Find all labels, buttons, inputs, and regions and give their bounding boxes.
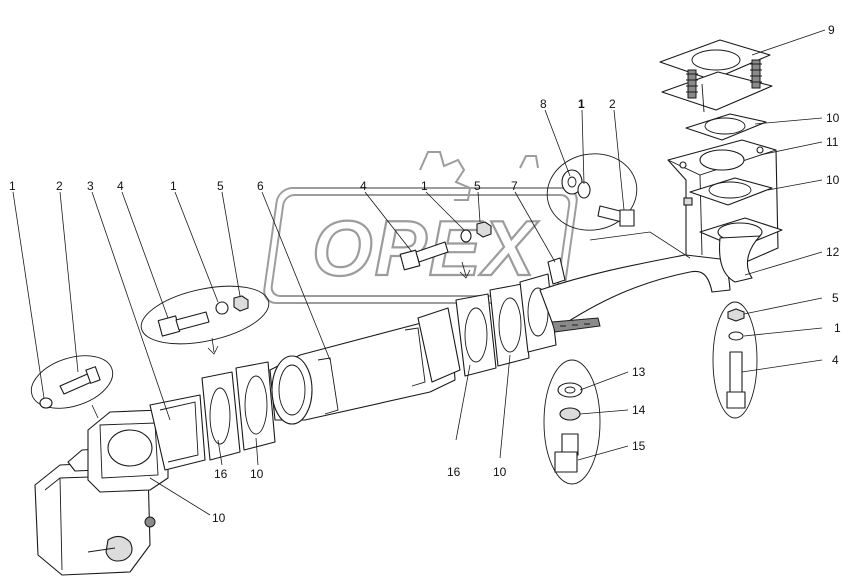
fastener-group-5-1-4: [712, 301, 758, 419]
callout-c5b: 5: [474, 179, 481, 193]
callout-c5c: 5: [832, 291, 839, 305]
left-elbow-pipe: [87, 394, 206, 493]
fastener-group-bolt-washer: [30, 355, 114, 409]
callout-c2a: 2: [56, 179, 63, 193]
callout-c8: 8: [540, 97, 547, 111]
callout-c2b: 2: [609, 97, 616, 111]
right-gasket-10: [489, 283, 530, 367]
callout-c1b: 1: [170, 179, 177, 193]
left-gasket-10: [235, 361, 276, 451]
rubber-mount-9: [659, 39, 773, 113]
callout-c9: 9: [828, 23, 835, 37]
callout-c10a: 10: [826, 111, 840, 125]
callout-c4a: 4: [117, 179, 124, 193]
outlet-flange: [699, 217, 783, 283]
callout-c10c: 10: [250, 467, 264, 481]
callout-c6: 6: [257, 179, 264, 193]
callout-c1a: 1: [9, 179, 16, 193]
callout-c12: 12: [826, 245, 840, 259]
callout-c14: 14: [632, 403, 646, 417]
callout-c5a: 5: [217, 179, 224, 193]
callout-labels: 1 2 3 4 1 5 6 4 1 5 7 8 1 2 9 10 11 10 1…: [9, 23, 841, 525]
callout-c1d: 1: [578, 97, 585, 111]
callout-c15: 15: [632, 439, 646, 453]
callout-c7: 7: [511, 179, 518, 193]
callout-c13: 13: [632, 365, 646, 379]
callout-c10b: 10: [826, 173, 840, 187]
right-gasket-16: [455, 293, 497, 377]
callout-c3: 3: [87, 179, 94, 193]
upper-gasket-10-top: [685, 113, 767, 141]
left-gasket-16: [201, 371, 241, 461]
callout-c11: 11: [826, 135, 839, 149]
upper-gasket-10-bottom: [689, 177, 773, 206]
callout-c1c: 1: [421, 179, 428, 193]
watermark-text: OPEX: [312, 204, 539, 292]
callout-c16b: 16: [447, 465, 461, 479]
fastener-group-13-14-15: [543, 359, 601, 485]
leader-lines: [12, 29, 826, 516]
bolt-7: [547, 257, 566, 285]
exhaust-pipe-12: [539, 250, 731, 333]
fastener-group-8-1-2: [546, 153, 638, 231]
callout-c4b: 4: [360, 179, 367, 193]
callout-c4c: 4: [832, 353, 839, 367]
exhaust-pipe-6: [269, 307, 461, 425]
callout-c10e: 10: [212, 511, 226, 525]
callout-c10d: 10: [493, 465, 507, 479]
assembly-arrows: [91, 231, 691, 419]
fastener-group-bolt-nut-middle: [399, 221, 492, 271]
callout-c16a: 16: [214, 467, 228, 481]
watermark-logo: OPEX: [263, 151, 578, 304]
fastener-group-bolt-nut-left: [140, 285, 270, 345]
callout-c1e: 1: [834, 321, 841, 335]
